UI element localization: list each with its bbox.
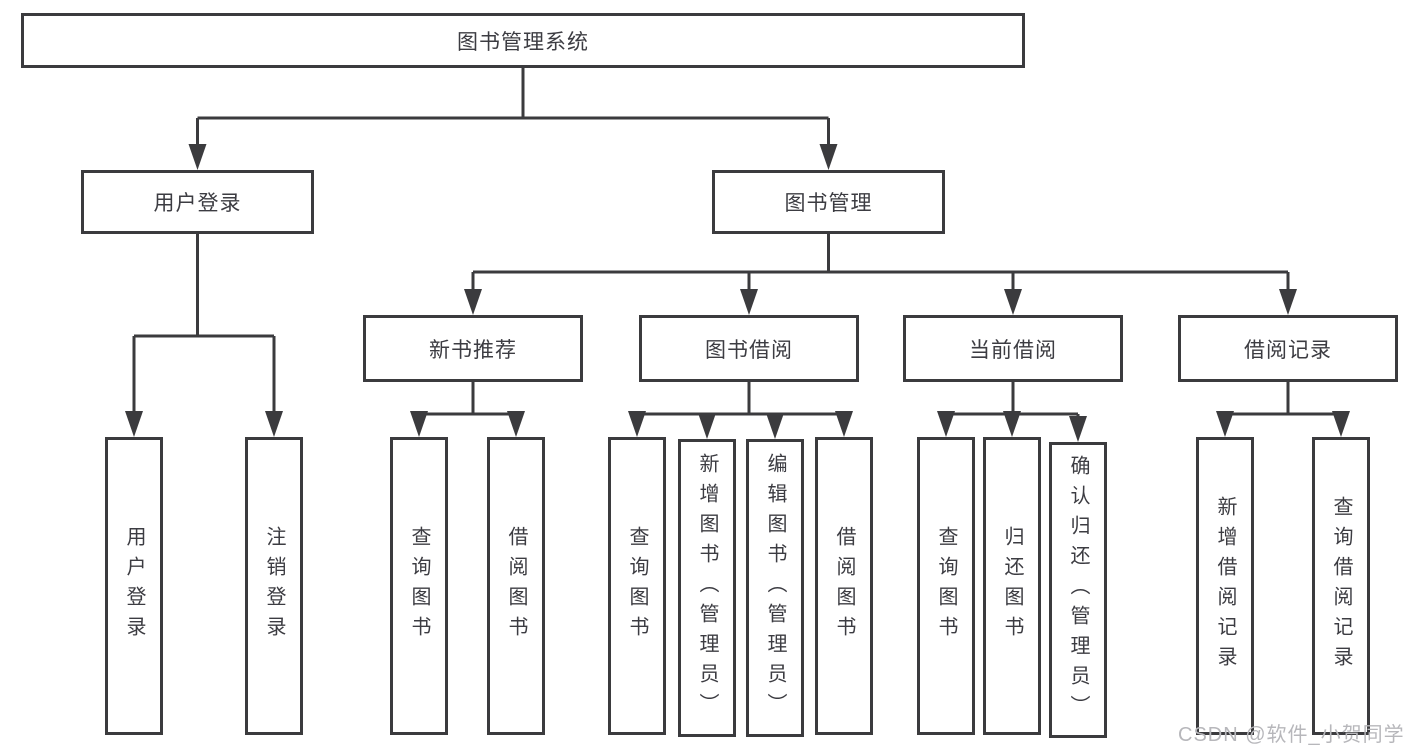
node-current-borrow: 当前借阅 — [903, 315, 1123, 382]
node-user-login-label: 用户登录 — [153, 192, 242, 215]
leaf-bb-borrow-books: 借阅图书 — [815, 437, 873, 735]
leaf-br-add-record: 新增借阅记录 — [1196, 437, 1254, 735]
leaf-user-login-label: 用户登录 — [123, 526, 145, 646]
node-book-management: 图书管理 — [712, 170, 945, 234]
leaf-bb-borrow-books-label: 借阅图书 — [833, 526, 855, 646]
leaf-logout: 注销登录 — [245, 437, 303, 735]
leaf-cb-confirm-return: 确认归还（管理员） — [1049, 442, 1107, 738]
node-borrow-records: 借阅记录 — [1178, 315, 1398, 382]
leaf-logout-label: 注销登录 — [263, 526, 285, 646]
node-new-book-recommend: 新书推荐 — [363, 315, 583, 382]
leaf-br-query-record: 查询借阅记录 — [1312, 437, 1370, 735]
leaf-bb-query-books-label: 查询图书 — [626, 526, 648, 646]
leaf-bb-add-books: 新增图书（管理员） — [678, 439, 736, 737]
leaf-bb-edit-books: 编辑图书（管理员） — [746, 439, 804, 737]
leaf-bb-edit-books-label: 编辑图书（管理员） — [764, 453, 786, 723]
node-current-borrow-label: 当前借阅 — [969, 338, 1057, 362]
leaf-bb-query-books: 查询图书 — [608, 437, 666, 735]
node-book-management-label: 图书管理 — [784, 192, 873, 215]
csdn-watermark: CSDN @软件_小贺同学 — [1178, 724, 1405, 746]
node-book-borrow-label: 图书借阅 — [705, 338, 793, 362]
node-borrow-records-label: 借阅记录 — [1244, 338, 1332, 362]
leaf-nb-query-books: 查询图书 — [390, 437, 448, 735]
leaf-cb-confirm-return-label: 确认归还（管理员） — [1067, 455, 1089, 725]
leaf-user-login: 用户登录 — [105, 437, 163, 735]
node-book-borrow: 图书借阅 — [639, 315, 859, 382]
node-new-book-recommend-label: 新书推荐 — [429, 338, 517, 362]
leaf-cb-query-books: 查询图书 — [917, 437, 975, 735]
leaf-cb-query-books-label: 查询图书 — [935, 526, 957, 646]
node-root-label: 图书管理系统 — [457, 30, 589, 54]
leaf-bb-add-books-label: 新增图书（管理员） — [696, 453, 718, 723]
leaf-nb-borrow-books-label: 借阅图书 — [505, 526, 527, 646]
leaf-nb-query-books-label: 查询图书 — [408, 526, 430, 646]
leaf-br-query-record-label: 查询借阅记录 — [1330, 496, 1352, 676]
leaf-br-add-record-label: 新增借阅记录 — [1214, 496, 1236, 676]
leaf-cb-return-books-label: 归还图书 — [1001, 526, 1023, 646]
leaf-cb-return-books: 归还图书 — [983, 437, 1041, 735]
node-user-login: 用户登录 — [81, 170, 314, 234]
leaf-nb-borrow-books: 借阅图书 — [487, 437, 545, 735]
node-root: 图书管理系统 — [21, 13, 1025, 68]
